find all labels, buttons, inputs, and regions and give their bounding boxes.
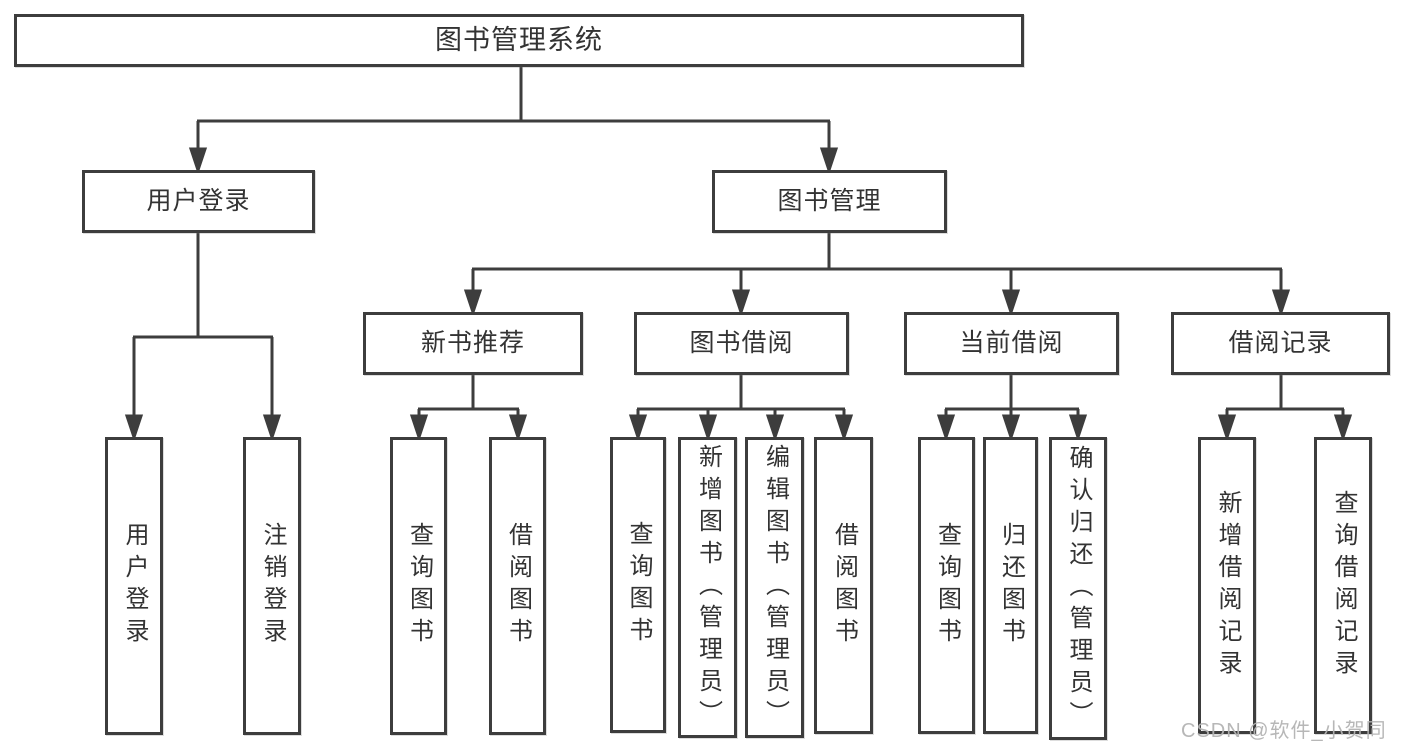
node-borrowing-records: 借阅记录 — [1171, 312, 1390, 375]
edge-root-to-level2 — [188, 67, 839, 175]
edge-user-login-children — [124, 233, 282, 442]
node-user-login: 用户登录 — [82, 170, 315, 233]
leaf-current-confirm-return-admin: 确认归还（管理员） — [1049, 437, 1107, 740]
csdn-watermark: CSDN @软件_小贺同学 — [1181, 720, 1387, 742]
node-root: 图书管理系统 — [14, 14, 1024, 67]
node-book-borrowing: 图书借阅 — [634, 312, 849, 375]
edge-new-book-recommend-children — [409, 375, 528, 442]
leaf-newrec-query-books: 查询图书 — [390, 437, 447, 735]
leaf-current-query-books: 查询图书 — [918, 437, 975, 734]
leaf-borrow-add-books-admin: 新增图书（管理员） — [678, 437, 737, 738]
node-new-book-recommend: 新书推荐 — [363, 312, 583, 375]
leaf-newrec-borrow-books: 借阅图书 — [489, 437, 546, 735]
edge-current-borrowing-children — [936, 375, 1088, 442]
leaf-user-login: 用户登录 — [105, 437, 163, 735]
leaf-records-query-record: 查询借阅记录 — [1314, 437, 1372, 734]
leaf-logout: 注销登录 — [243, 437, 301, 735]
edge-borrowing-records-children — [1217, 375, 1353, 442]
node-book-management: 图书管理 — [712, 170, 947, 233]
leaf-borrow-edit-books-admin: 编辑图书（管理员） — [745, 437, 804, 738]
leaf-borrow-query-books: 查询图书 — [610, 437, 666, 733]
leaf-records-add-record: 新增借阅记录 — [1198, 437, 1256, 734]
edge-book-management-children — [463, 233, 1291, 317]
leaf-borrow-borrow-books: 借阅图书 — [814, 437, 873, 734]
leaf-current-return-books: 归还图书 — [983, 437, 1038, 734]
edge-book-borrowing-children — [628, 375, 854, 442]
node-current-borrowing: 当前借阅 — [904, 312, 1119, 375]
